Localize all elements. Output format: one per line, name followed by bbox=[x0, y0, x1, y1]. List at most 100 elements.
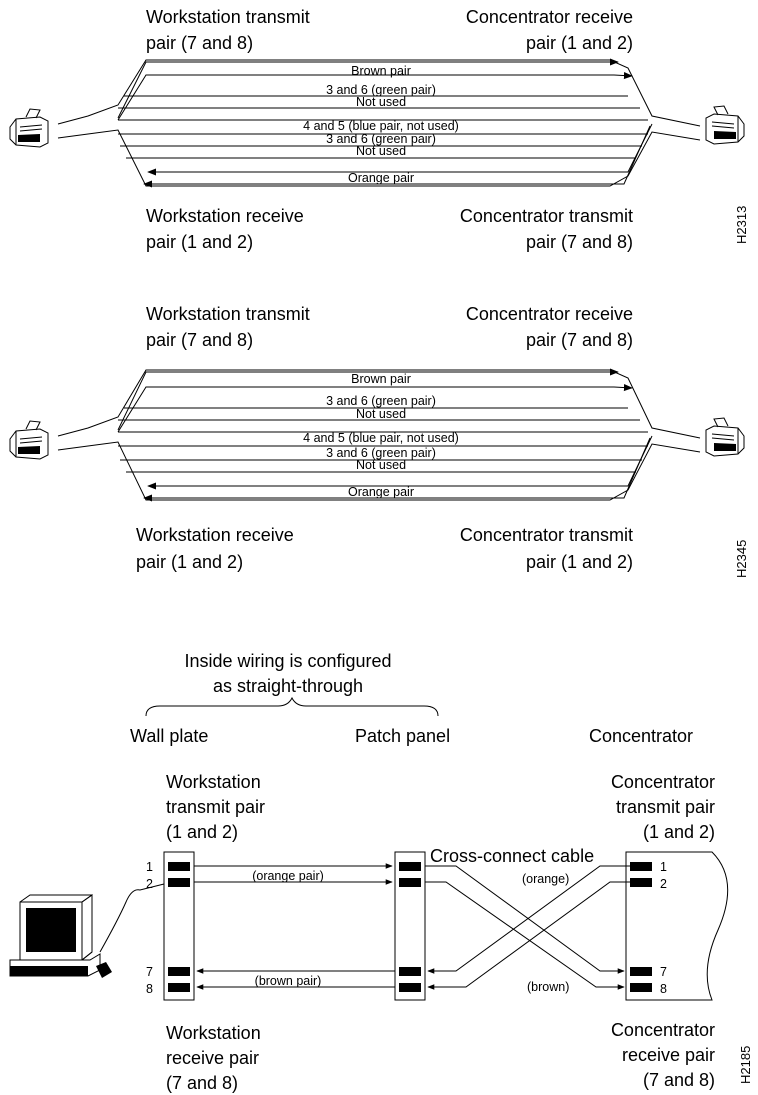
concentrator-label: Concentrator bbox=[589, 726, 693, 746]
cross-wire bbox=[427, 881, 630, 990]
brace-label-line2: as straight-through bbox=[213, 676, 363, 696]
wire-label: 3 and 6 (green pair) bbox=[326, 446, 436, 460]
top-right-label-line2: pair (1 and 2) bbox=[526, 33, 633, 53]
pin-label: 2 bbox=[146, 877, 153, 891]
bottom-right-label-line2: pair (1 and 2) bbox=[526, 552, 633, 572]
rj45-plug-right-icon bbox=[705, 105, 745, 145]
wire-label: Orange pair bbox=[348, 485, 414, 499]
wire-label: 4 and 5 (blue pair, not used) bbox=[303, 431, 459, 445]
top-left-label-line2: pair (7 and 8) bbox=[146, 33, 253, 53]
crossover-cable-diagram-2: Workstation transmit pair (7 and 8) Conc… bbox=[9, 304, 749, 578]
rj45-plug-left-icon bbox=[9, 420, 49, 460]
brown-label: (brown) bbox=[527, 980, 569, 994]
wire-label: 4 and 5 (blue pair, not used) bbox=[303, 119, 459, 133]
ws-receive-line1: Workstation bbox=[166, 1023, 261, 1043]
cable-outline-top bbox=[57, 369, 701, 439]
conc-port-7 bbox=[630, 967, 652, 976]
wire-label: Brown pair bbox=[351, 372, 411, 386]
pin-label: 7 bbox=[660, 965, 667, 979]
panel-port bbox=[399, 862, 421, 871]
ws-receive-line3: (7 and 8) bbox=[166, 1073, 238, 1093]
wire-label: Not used bbox=[356, 144, 406, 158]
wire-label: 3 and 6 (green pair) bbox=[326, 83, 436, 97]
bottom-right-label-line1: Concentrator transmit bbox=[460, 525, 633, 545]
wire-label: 3 and 6 (green pair) bbox=[326, 132, 436, 146]
cross-wire bbox=[425, 881, 625, 990]
wall-plate-patch-panel-diagram: Inside wiring is configured as straight-… bbox=[9, 651, 753, 1093]
wall-plate-label: Wall plate bbox=[130, 726, 208, 746]
conc-port-8 bbox=[630, 983, 652, 992]
top-right-label-line1: Concentrator receive bbox=[466, 7, 633, 27]
bottom-right-label-line1: Concentrator transmit bbox=[460, 206, 633, 226]
pin-label: 2 bbox=[660, 877, 667, 891]
conc-transmit-line3: (1 and 2) bbox=[643, 822, 715, 842]
panel-port bbox=[399, 983, 421, 992]
jack-pin-1 bbox=[168, 862, 190, 871]
panel-port bbox=[399, 878, 421, 887]
conc-receive-line2: receive pair bbox=[622, 1045, 715, 1065]
patch-panel bbox=[394, 851, 426, 1001]
wire-label: Brown pair bbox=[351, 64, 411, 78]
conc-receive-line3: (7 and 8) bbox=[643, 1070, 715, 1090]
cable-outline-bottom bbox=[57, 441, 701, 501]
jack-pin-8 bbox=[168, 983, 190, 992]
panel-port bbox=[399, 967, 421, 976]
rj45-plug-right-icon bbox=[705, 417, 745, 457]
figure-id: H2345 bbox=[734, 540, 749, 578]
jack-pin-2 bbox=[168, 878, 190, 887]
top-left-label-line1: Workstation transmit bbox=[146, 304, 310, 324]
ws-receive-line2: receive pair bbox=[166, 1048, 259, 1068]
conc-port-2 bbox=[630, 878, 652, 887]
wire-label: Not used bbox=[356, 407, 406, 421]
bottom-left-label-line1: Workstation receive bbox=[146, 206, 304, 226]
concentrator-box bbox=[625, 851, 729, 1001]
top-left-label-line1: Workstation transmit bbox=[146, 7, 310, 27]
top-right-label-line1: Concentrator receive bbox=[466, 304, 633, 324]
bottom-left-label-line2: pair (1 and 2) bbox=[136, 552, 243, 572]
patch-panel-label: Patch panel bbox=[355, 726, 450, 746]
wire-label: Not used bbox=[356, 95, 406, 109]
brown-pair-arrow-2 bbox=[117, 71, 633, 121]
orange-label: (orange) bbox=[522, 872, 569, 886]
ws-transmit-line2: transmit pair bbox=[166, 797, 265, 817]
orange-pair-label: (orange pair) bbox=[252, 869, 324, 883]
wire-label: Orange pair bbox=[348, 171, 414, 185]
brown-pair-arrow-1 bbox=[117, 58, 619, 119]
top-right-label-line2: pair (7 and 8) bbox=[526, 330, 633, 350]
cross-connect-label: Cross-connect cable bbox=[430, 846, 594, 866]
figure-id: H2185 bbox=[738, 1046, 753, 1084]
conc-transmit-line1: Concentrator bbox=[611, 772, 715, 792]
orange-pair-arrow-2 bbox=[143, 437, 651, 502]
pin-label: 7 bbox=[146, 965, 153, 979]
brown-pair-arrow-2 bbox=[117, 383, 633, 433]
ws-transmit-line3: (1 and 2) bbox=[166, 822, 238, 842]
conc-port-1 bbox=[630, 862, 652, 871]
conc-transmit-line2: transmit pair bbox=[616, 797, 715, 817]
crossover-cable-diagram-1: Workstation transmit pair (7 and 8) Conc… bbox=[9, 7, 749, 252]
brace-label-line1: Inside wiring is configured bbox=[184, 651, 391, 671]
wall-plate bbox=[163, 851, 195, 1001]
pin-label: 1 bbox=[146, 860, 153, 874]
top-left-label-line2: pair (7 and 8) bbox=[146, 330, 253, 350]
bottom-left-label-line1: Workstation receive bbox=[136, 525, 294, 545]
wire-label: 3 and 6 (green pair) bbox=[326, 394, 436, 408]
brown-pair-arrow-1 bbox=[117, 368, 619, 431]
pin-label: 1 bbox=[660, 860, 667, 874]
wire-label: Not used bbox=[356, 458, 406, 472]
cable-outline-bottom bbox=[57, 129, 701, 187]
bottom-right-label-line2: pair (7 and 8) bbox=[526, 232, 633, 252]
jack-pin-7 bbox=[168, 967, 190, 976]
cross-wire bbox=[427, 865, 630, 974]
rj45-plug-left-icon bbox=[9, 108, 49, 148]
figure-id: H2313 bbox=[734, 206, 749, 244]
pin-label: 8 bbox=[660, 982, 667, 996]
conc-receive-line1: Concentrator bbox=[611, 1020, 715, 1040]
computer-icon bbox=[9, 883, 165, 978]
brown-pair-label: (brown pair) bbox=[255, 974, 322, 988]
orange-pair-arrow-2 bbox=[143, 125, 651, 188]
cable-outline-top bbox=[57, 59, 701, 127]
pin-label: 8 bbox=[146, 982, 153, 996]
bottom-left-label-line2: pair (1 and 2) bbox=[146, 232, 253, 252]
ws-transmit-line1: Workstation bbox=[166, 772, 261, 792]
